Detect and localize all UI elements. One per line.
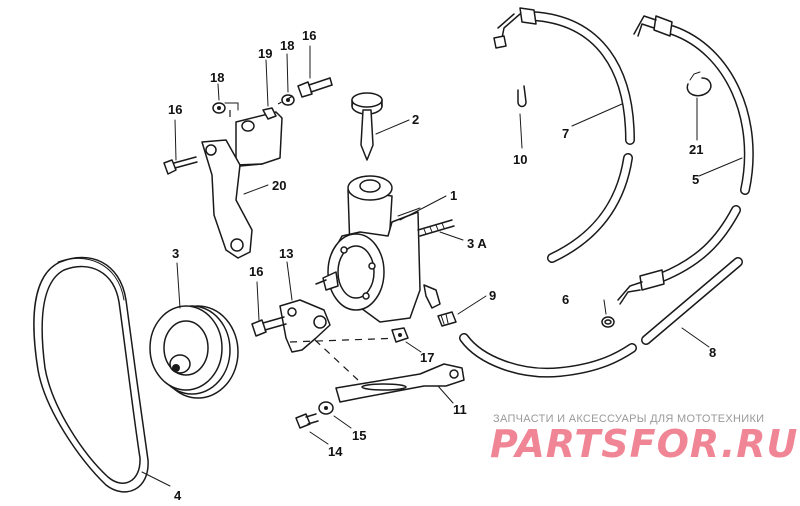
label-part-2: 2 xyxy=(412,112,419,127)
bolt-16-upper-left xyxy=(163,156,198,175)
label-part-16-left: 16 xyxy=(168,102,182,117)
part-7-return-hose xyxy=(493,7,635,263)
label-part-16-top: 16 xyxy=(302,28,316,43)
label-part-18-top: 18 xyxy=(280,38,294,53)
label-part-21: 21 xyxy=(689,142,703,157)
label-part-20: 20 xyxy=(272,178,286,193)
part-9-fitting xyxy=(437,311,457,327)
label-part-8: 8 xyxy=(709,345,716,360)
part-6-o-ring xyxy=(601,316,615,328)
part-number-labels: 1 2 3 3 A 4 5 6 7 8 9 10 11 13 14 15 16 … xyxy=(168,28,716,503)
label-part-7: 7 xyxy=(562,126,569,141)
part-14-bolt xyxy=(295,413,319,429)
label-part-11: 11 xyxy=(453,402,467,417)
watermark-logo: PARTSFOR.RU xyxy=(490,422,799,466)
part-17-nut xyxy=(391,327,409,343)
label-part-1: 1 xyxy=(450,188,457,203)
part-5-pressure-hose xyxy=(617,15,754,305)
label-part-3a: 3 A xyxy=(467,236,487,251)
label-part-18-left: 18 xyxy=(210,70,224,85)
leader-lines xyxy=(141,45,743,487)
part-4-drive-belt xyxy=(33,256,149,493)
part-3-pulley xyxy=(149,305,239,399)
washer-18-left xyxy=(212,102,226,114)
bolt-16-lower xyxy=(251,316,287,337)
label-part-5: 5 xyxy=(692,172,699,187)
part-20-mounting-bracket xyxy=(201,102,283,259)
part-11-adjusting-bracket xyxy=(335,363,465,403)
part-15-washer xyxy=(318,401,334,415)
part-8-hose xyxy=(641,257,743,345)
part-21-clamp xyxy=(686,71,712,97)
lower-return-hose xyxy=(459,333,637,378)
nut-19 xyxy=(262,107,277,120)
part-13-lower-bracket xyxy=(279,299,403,381)
label-part-9: 9 xyxy=(489,288,496,303)
label-part-17: 17 xyxy=(420,350,434,365)
bolt-16-top xyxy=(277,77,333,105)
label-part-6: 6 xyxy=(562,292,569,307)
label-part-3: 3 xyxy=(172,246,179,261)
part-1-stud xyxy=(417,219,455,237)
label-part-16-lower: 16 xyxy=(249,264,263,279)
label-part-15: 15 xyxy=(352,428,366,443)
part-10-clip xyxy=(517,85,527,108)
watermark-subtitle: ЗАПЧАСТИ И АКСЕССУАРЫ ДЛЯ МОТОТЕХНИКИ xyxy=(493,413,765,425)
label-part-13: 13 xyxy=(279,246,293,261)
label-part-10: 10 xyxy=(513,152,527,167)
label-part-19: 19 xyxy=(258,46,272,61)
part-2-dipstick-cap xyxy=(351,92,383,161)
label-part-4: 4 xyxy=(174,488,182,503)
label-part-14: 14 xyxy=(328,444,343,459)
power-steering-pump xyxy=(315,175,441,323)
